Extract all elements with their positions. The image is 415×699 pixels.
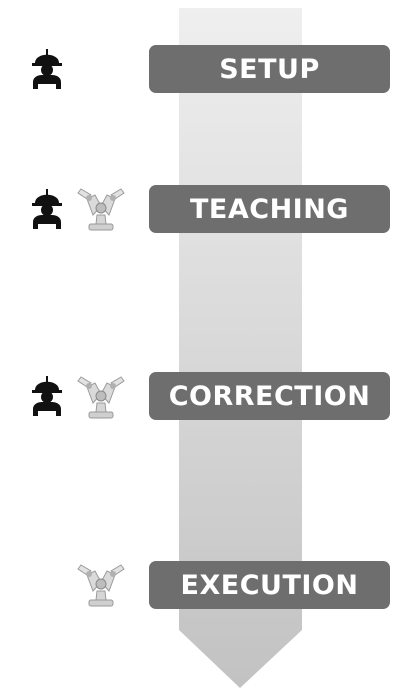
robot-icon	[75, 372, 127, 420]
robot-icon	[75, 184, 127, 232]
worker-icon	[24, 370, 70, 418]
worker-icon	[24, 183, 70, 231]
step-label: TEACHING	[190, 193, 349, 225]
step-correction: CORRECTION	[149, 372, 390, 420]
step-teaching: TEACHING	[149, 185, 390, 233]
robot-icon	[75, 560, 127, 608]
step-execution: EXECUTION	[149, 561, 390, 609]
step-label: EXECUTION	[180, 569, 359, 601]
step-label: CORRECTION	[168, 380, 371, 412]
step-setup: SETUP	[149, 45, 390, 93]
worker-icon	[24, 43, 70, 91]
step-label: SETUP	[219, 53, 320, 85]
